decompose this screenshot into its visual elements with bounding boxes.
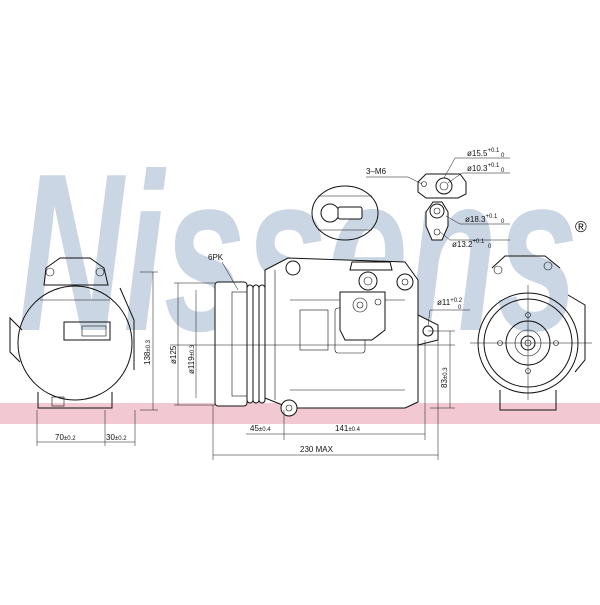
dim-pulley-119: ø119±0.3 [187, 344, 196, 374]
port-detail-top [417, 173, 467, 199]
dim-port-18-3: ø18.3+0.1 [465, 214, 498, 224]
dim-port-10-3: ø10.3+0.1 [467, 163, 500, 173]
left-side-view [9, 257, 135, 409]
dim-mount-83: 83±0.3 [440, 367, 449, 388]
dim-port-13-2-lower: 0 [488, 244, 492, 250]
registered-mark: ® [575, 219, 587, 236]
dim-mount-hole: ø11+0.2 [437, 298, 463, 307]
dim-port-10-3-lower: 0 [501, 168, 505, 174]
top-boss-left [285, 260, 301, 276]
label-3-m6: 3–M6 [366, 167, 387, 176]
dim-mount-hole-lower: 0 [458, 305, 462, 311]
dim-port-13-2: ø13.2+0.1 [452, 239, 485, 249]
dim-height-138: 138±0.3 [143, 339, 152, 365]
right-end-view [470, 255, 592, 411]
dim-port-18-3-lower: 0 [501, 219, 505, 225]
label-6pk: 6PK [208, 253, 224, 262]
dim-port-15-5-lower: 0 [501, 153, 505, 159]
dim-length-45: 45±0.4 [250, 424, 271, 433]
top-boss-right [396, 273, 414, 291]
pulley-grooves [246, 284, 266, 404]
dim-width-30: 30±0.2 [106, 433, 127, 442]
dim-pulley-125: ø125 [169, 345, 178, 364]
dim-overall-230: 230 MAX [300, 445, 334, 454]
port-detail-bottom [425, 201, 449, 241]
pulley [214, 281, 248, 407]
valve-block [339, 291, 386, 341]
dim-length-141: 141±0.4 [335, 424, 361, 433]
dim-width-70: 70±0.2 [55, 433, 76, 442]
compressor-body [170, 257, 455, 417]
bottom-ear [280, 399, 298, 417]
detail-connector [311, 185, 379, 241]
dim-port-15-5: ø15.5+0.1 [467, 148, 500, 158]
top-port [358, 271, 378, 291]
